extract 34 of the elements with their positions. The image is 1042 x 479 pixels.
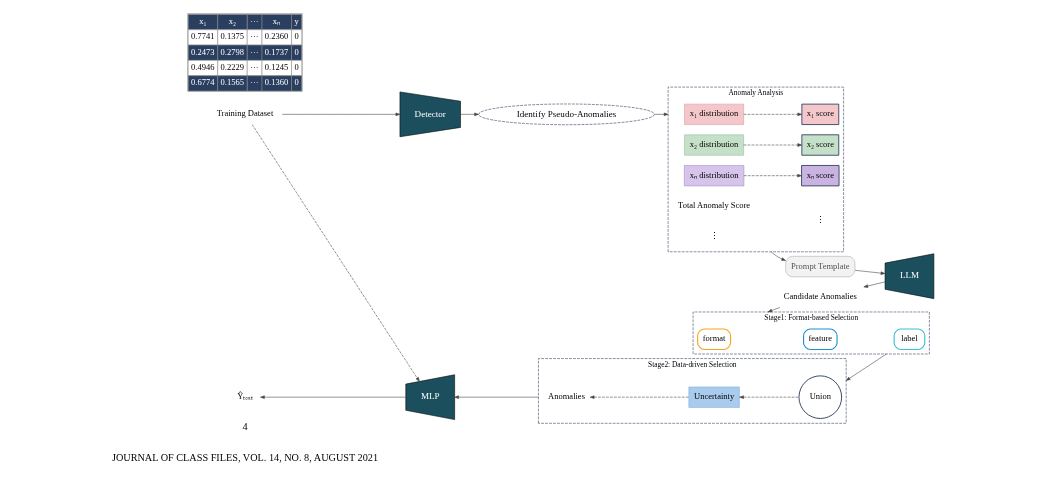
label: 0.1360 <box>264 76 289 87</box>
label: xₙ <box>272 15 281 26</box>
label: ··· <box>250 30 259 41</box>
label: y <box>294 15 299 26</box>
label: ··· <box>250 46 259 57</box>
label: 0.1737 <box>264 46 289 57</box>
label: ⋮ <box>709 230 719 241</box>
label: 0.2798 <box>220 46 244 57</box>
label: 4 <box>242 420 248 432</box>
label: 0.1565 <box>220 76 244 87</box>
label: 0 <box>294 61 299 72</box>
node-text: Anomalies <box>548 390 585 401</box>
label: 0.2360 <box>264 30 289 41</box>
label: 0 <box>294 46 299 57</box>
label: 0.7741 <box>191 30 215 41</box>
node-text: Candidate Anomalies <box>783 290 857 301</box>
label: ··· <box>250 61 259 72</box>
node-text: Training Dataset <box>216 107 274 118</box>
label: ··· <box>250 76 259 87</box>
label: JOURNAL OF CLASS FILES, VOL. 14, NO. 8, AUGUST 2021 <box>111 451 379 463</box>
label: 0.1245 <box>264 61 289 72</box>
label: x₂ <box>228 15 237 26</box>
label: 0.4946 <box>191 61 215 72</box>
label: 0 <box>294 76 299 87</box>
label: 0.2473 <box>191 46 215 57</box>
label: 0.2229 <box>220 61 244 72</box>
label: ··· <box>250 15 259 26</box>
node-text: Total Anomaly Score <box>678 199 751 210</box>
label: 0.1375 <box>220 30 244 41</box>
node-text: Ŷₜₑₛₜ <box>237 390 253 401</box>
label: x₁ <box>199 15 207 26</box>
label: ⋮ <box>815 214 825 225</box>
label: 0 <box>294 30 299 41</box>
label: 0.6774 <box>191 76 215 87</box>
